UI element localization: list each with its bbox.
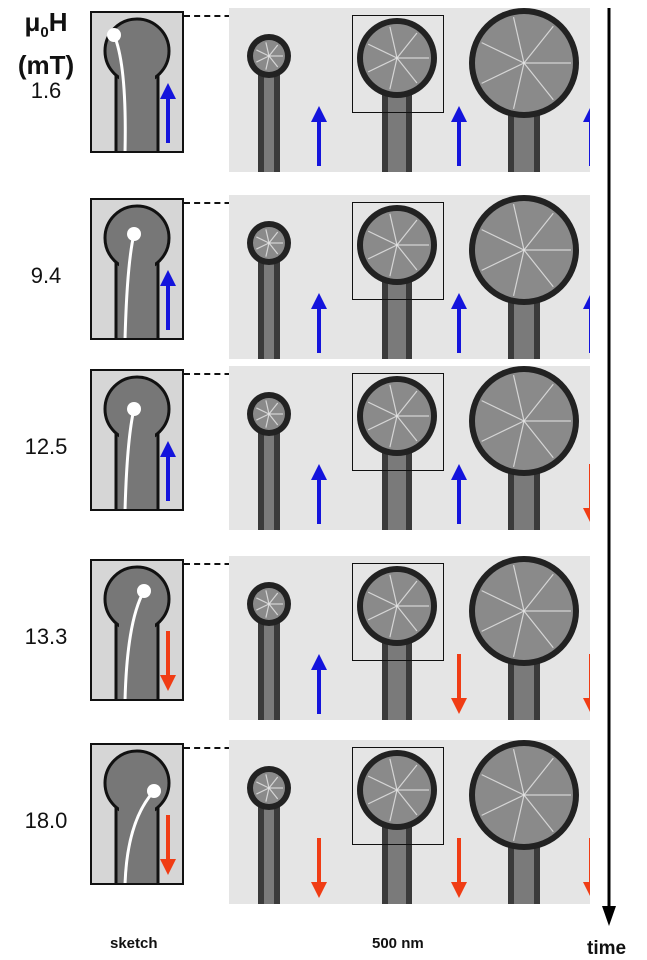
nanostructure-sketch-icon (103, 749, 171, 883)
magnetization-arrow-icon (311, 464, 327, 524)
sketch-magnetization-arrow-icon (160, 815, 176, 875)
scale-bar-label: 500 nm (372, 935, 424, 952)
nanostructure-sketch-icon (103, 204, 171, 338)
microscopy-panel (229, 740, 590, 904)
magnetization-arrow-icon (583, 295, 590, 353)
mu-symbol: μ (24, 7, 41, 37)
nanostructure-sketch-icon (103, 565, 171, 699)
zoom-region-box (352, 15, 444, 113)
mu-subscript: 0 (40, 24, 49, 42)
magnetization-arrow-icon (583, 654, 590, 712)
time-arrow-icon (602, 8, 616, 926)
field-value: 1.6 (30, 78, 62, 103)
nanostructure-sketch-icon (103, 17, 171, 151)
sketch-magnetization-arrow-icon (160, 83, 176, 143)
magnetization-arrow-icon (583, 464, 590, 522)
sketch-panel (90, 11, 184, 153)
nanostructure-sketch-icon (103, 375, 171, 509)
domain-image (247, 366, 579, 530)
sketch-panel (90, 559, 184, 701)
sketch-column-label: sketch (110, 935, 158, 952)
field-value: 9.4 (30, 263, 62, 288)
microscopy-panel (229, 556, 590, 720)
field-value: 12.5 (24, 434, 68, 459)
magnetization-arrow-icon (451, 464, 467, 524)
magnetization-arrow-icon (311, 106, 327, 166)
sketch-panel (90, 369, 184, 511)
magnetization-arrow-icon (311, 838, 327, 898)
domain-image (247, 8, 579, 172)
sketch-panel (90, 743, 184, 885)
zoom-region-box (352, 747, 444, 845)
microscopy-panel (229, 195, 590, 359)
magnetization-arrow-icon (451, 838, 467, 898)
magnetization-arrow-icon (451, 654, 467, 714)
domain-image (247, 195, 579, 359)
magnetization-arrow-icon (451, 293, 467, 353)
microscopy-panel (229, 366, 590, 530)
time-axis-label: time (587, 938, 627, 959)
sketch-magnetization-arrow-icon (160, 270, 176, 330)
magnetization-arrow-icon (311, 293, 327, 353)
field-axis-header: μ0H (mT) (6, 6, 86, 81)
magnetization-arrow-icon (311, 654, 327, 714)
sketch-panel (90, 198, 184, 340)
sketch-magnetization-arrow-icon (160, 441, 176, 501)
zoom-region-box (352, 563, 444, 661)
sketch-magnetization-arrow-icon (160, 631, 176, 691)
domain-image (247, 556, 579, 720)
zoom-region-box (352, 373, 444, 471)
domain-image (247, 740, 579, 904)
magnetization-arrow-icon (451, 106, 467, 166)
h-letter: H (48, 7, 68, 37)
magnetization-arrow-icon (583, 838, 590, 896)
field-value: 18.0 (24, 808, 68, 833)
microscopy-panel (229, 8, 590, 172)
field-unit: (mT) (17, 50, 75, 81)
field-value: 13.3 (24, 624, 68, 649)
zoom-region-box (352, 202, 444, 300)
magnetization-arrow-icon (583, 108, 590, 166)
